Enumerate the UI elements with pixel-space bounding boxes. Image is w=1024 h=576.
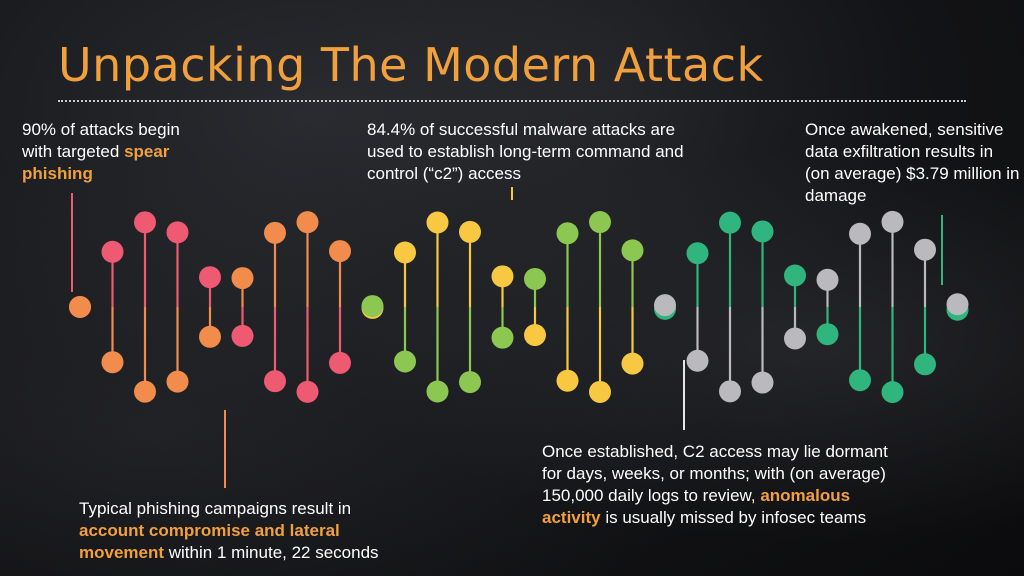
- helix-dot: [426, 380, 449, 403]
- callout-text: 84.4% of successful malware attacks are …: [367, 120, 684, 183]
- helix-dot: [199, 325, 221, 348]
- callout-text: Typical phishing campaigns result in: [79, 499, 352, 518]
- helix-dot: [621, 239, 644, 262]
- callout-text: Once established, C2 access may lie dorm…: [542, 442, 888, 505]
- helix-dot: [621, 352, 644, 375]
- helix-dot: [914, 238, 936, 261]
- helix-dot: [946, 293, 969, 316]
- helix-rungs: [111, 221, 959, 393]
- helix-dot: [816, 268, 839, 291]
- helix-dot: [686, 242, 709, 265]
- helix-dot: [784, 327, 806, 350]
- helix-dot: [719, 211, 741, 234]
- helix-dot: [491, 265, 514, 288]
- helix-dot: [101, 351, 124, 374]
- helix-dot: [459, 220, 481, 243]
- helix-dot: [556, 369, 579, 392]
- helix-dot: [361, 295, 384, 318]
- helix-dot: [394, 350, 416, 373]
- helix-dot: [231, 267, 254, 290]
- helix-dot: [589, 211, 611, 234]
- helix-dot: [69, 296, 91, 318]
- callout-text: Once awakened, sensitive data exfiltrati…: [805, 120, 1020, 205]
- helix-dot: [719, 380, 741, 403]
- helix-dot: [654, 294, 676, 317]
- helix-dot: [881, 210, 904, 233]
- callout-dormant-c2: Once established, C2 access may lie dorm…: [542, 441, 897, 529]
- helix-dot: [524, 324, 546, 347]
- helix-dots: [69, 210, 969, 404]
- helix-dot: [524, 267, 546, 290]
- helix-dot: [589, 380, 611, 403]
- helix-dot: [459, 371, 481, 394]
- helix-dot: [101, 240, 124, 263]
- helix-dot: [134, 380, 156, 403]
- helix-dot: [329, 351, 351, 374]
- callout-connectors: [71, 187, 943, 488]
- helix-dot: [784, 264, 806, 287]
- callout-text-end: within 1 minute, 22 seconds: [164, 543, 379, 562]
- helix-dot: [426, 211, 449, 234]
- callout-spear-phishing: 90% of attacks begin with targeted spear…: [22, 119, 212, 185]
- helix-dot: [849, 369, 871, 392]
- helix-dot: [849, 222, 871, 245]
- helix-dot: [751, 371, 774, 394]
- callout-c2-access: 84.4% of successful malware attacks are …: [367, 119, 712, 185]
- callout-highlight: account compromise and lateral movement: [79, 521, 340, 562]
- helix-dot: [296, 211, 319, 234]
- helix-dot: [881, 381, 904, 404]
- page-title: Unpacking The Modern Attack: [58, 38, 764, 92]
- helix-dot: [166, 370, 189, 393]
- helix-dot: [686, 349, 709, 372]
- helix-dot: [166, 221, 189, 244]
- helix-dot: [816, 323, 839, 346]
- callout-text: 90% of attacks begin with targeted: [22, 120, 180, 161]
- helix-dot: [296, 380, 319, 403]
- helix-dot: [751, 220, 774, 243]
- callout-exfiltration: Once awakened, sensitive data exfiltrati…: [805, 119, 1020, 207]
- helix-dot: [264, 370, 286, 393]
- title-divider: [58, 100, 966, 102]
- helix-dot: [491, 326, 514, 349]
- helix-dot: [264, 221, 286, 244]
- helix-dot: [556, 222, 579, 245]
- callout-highlight: anomalous activity: [542, 486, 851, 527]
- helix-dot: [914, 353, 936, 376]
- helix-dot: [394, 241, 416, 264]
- helix-dot: [199, 266, 221, 289]
- callout-text-end: is usually missed by infosec teams: [600, 508, 867, 527]
- helix-dot: [329, 240, 351, 263]
- helix-dot: [134, 211, 156, 234]
- callout-lateral-movement: Typical phishing campaigns result in acc…: [79, 498, 419, 564]
- callout-highlight: spear phishing: [22, 142, 170, 183]
- helix-dot: [231, 324, 254, 347]
